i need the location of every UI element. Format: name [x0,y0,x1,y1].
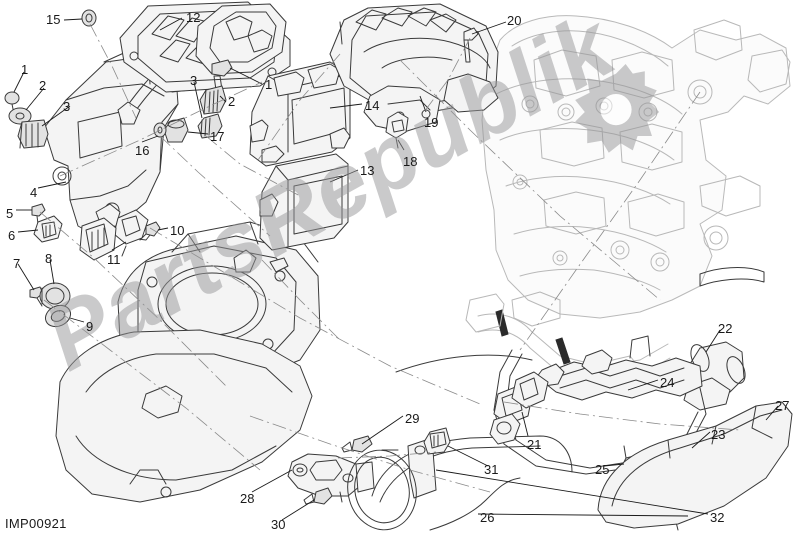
callout-2[interactable]: 2 [228,94,236,109]
callout-7[interactable]: 7 [13,256,21,271]
callout-8[interactable]: 8 [45,251,53,266]
callout-3[interactable]: 3 [63,99,71,114]
part-19-air-duct [329,3,499,133]
part-18-retaining-clip [385,111,409,149]
callout-17[interactable]: 17 [210,129,225,144]
callout-28[interactable]: 28 [240,491,255,506]
callout-25[interactable]: 25 [595,462,610,477]
part-3-bushing-center [197,113,223,139]
callout-16[interactable]: 16 [135,143,150,158]
part-13-ecu-cover [259,153,349,251]
part-2-washer-left [8,107,32,125]
callout-27[interactable]: 27 [775,398,790,413]
part-17-spacer [163,117,189,143]
callout-5[interactable]: 5 [6,206,14,221]
callout-30[interactable]: 30 [271,517,286,532]
part-3-mounting-clip [195,3,287,75]
callout-31[interactable]: 31 [484,462,499,477]
callout-29[interactable]: 29 [405,411,420,426]
callout-18[interactable]: 18 [403,154,418,169]
alignment-axes [39,23,741,493]
callout-14[interactable]: 14 [365,98,380,113]
part-16-rivet [153,122,167,138]
callout-13[interactable]: 13 [360,163,375,178]
callout-4[interactable]: 4 [30,185,38,200]
callout-21[interactable]: 21 [527,437,542,452]
connector-block-center [79,217,117,261]
callout-9[interactable]: 9 [86,319,94,334]
callout-1[interactable]: 1 [265,77,273,92]
callout-24[interactable]: 24 [660,375,675,390]
callout-23[interactable]: 23 [711,427,726,442]
callout-12[interactable]: 12 [186,10,201,25]
part-11-bracket [113,209,149,257]
callout-11[interactable]: 11 [107,252,121,267]
callout-20[interactable]: 20 [507,13,522,28]
callout-15[interactable]: 15 [46,12,61,27]
bellypan-lower [371,435,573,531]
part-15-grommet [81,9,97,27]
part-6-clamp [33,215,63,243]
part-28-29-30-bracket [287,453,375,503]
leader-lines [13,17,779,521]
part-8-sensor [39,282,71,310]
callout-19[interactable]: 19 [424,115,439,130]
callout-26[interactable]: 26 [480,510,495,525]
callout-22[interactable]: 22 [718,321,733,336]
callout-6[interactable]: 6 [8,228,16,243]
callout-10[interactable]: 10 [170,223,185,238]
callout-1[interactable]: 1 [21,62,29,77]
callout-3[interactable]: 3 [190,73,198,88]
diagram-code-label: IMP00921 [5,516,67,531]
part-3-bushing-left [17,119,49,149]
callout-32[interactable]: 32 [710,510,725,525]
part-2-bushing-right [199,85,227,115]
callout-2[interactable]: 2 [39,78,47,93]
part-20-screw [463,27,479,63]
lower-airbox-cover [55,329,313,503]
part-27-belly-pan [597,401,793,529]
part-24-wiring-frame [395,335,703,401]
part-30-screw [303,487,333,505]
